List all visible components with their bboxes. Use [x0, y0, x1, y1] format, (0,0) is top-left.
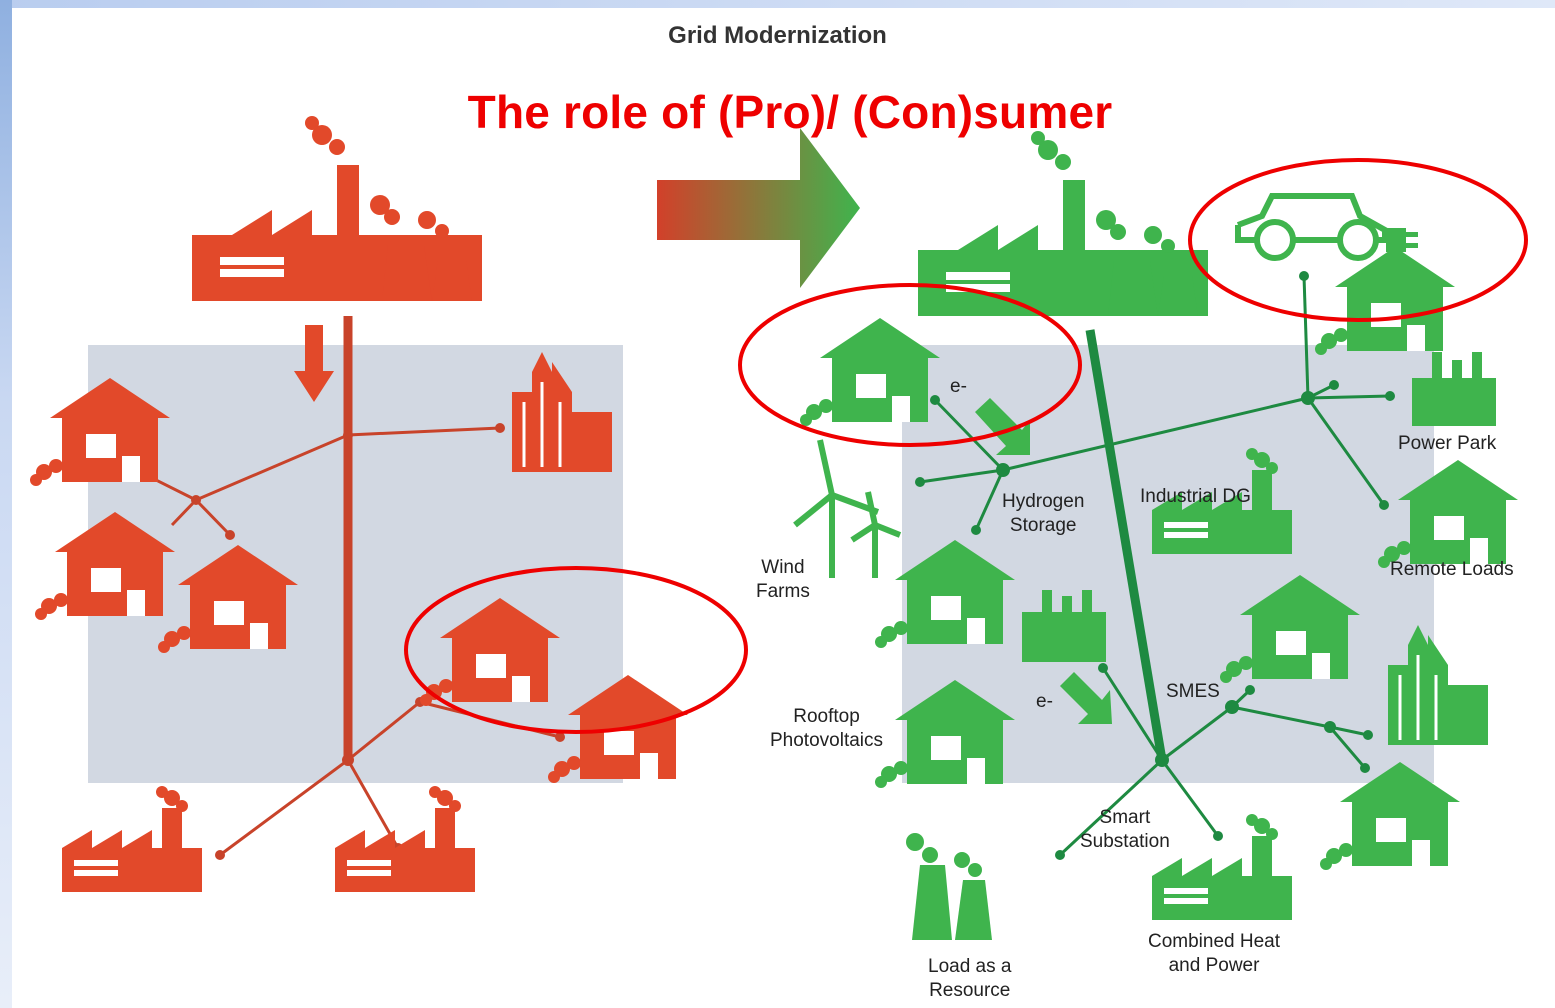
ev-plug-icon: [1386, 228, 1418, 252]
left-gradient-bar: [0, 0, 12, 1008]
e-minus-label-top: e-: [950, 376, 967, 397]
smart-substation-label: Smart Substation: [1080, 807, 1170, 852]
power-park-building: [1412, 352, 1496, 426]
legacy-house-highlight: [404, 566, 748, 734]
electric-car-icon: [1235, 193, 1388, 261]
smes-label: SMES: [1166, 681, 1220, 702]
diagram-header: Grid Modernization: [668, 22, 887, 49]
transition-arrow: [657, 128, 860, 288]
remote-loads-label: Remote Loads: [1390, 559, 1514, 580]
legacy-factories: [62, 786, 475, 892]
e-flow-arrow-top: [975, 398, 1030, 455]
rooftop-photovoltaics-label: Rooftop Photovoltaics: [770, 706, 884, 751]
wind-turbines: [793, 439, 902, 578]
legacy-down-arrow: [294, 325, 334, 402]
e-flow-arrow-bottom: [1060, 672, 1112, 724]
e-minus-label-bottom: e-: [1036, 691, 1053, 712]
modern-grid-lines: [919, 275, 1391, 857]
combined-heat-power-label: Combined Heat and Power: [1148, 931, 1281, 976]
hydrogen-storage-label: Hydrogen Storage: [1002, 491, 1085, 536]
modern-grid-nodes: [915, 271, 1395, 860]
power-park-label: Power Park: [1398, 433, 1497, 454]
top-gradient-bar: [0, 0, 1555, 8]
wind-farms-label: Wind Farms: [756, 557, 810, 602]
electric-vehicle-highlight: [1188, 158, 1528, 322]
legacy-power-plant: [192, 116, 482, 301]
prosumer-house-highlight: [738, 283, 1082, 447]
load-as-resource-label: Load as a Resource: [928, 956, 1012, 1001]
industrial-dg-label: Industrial DG: [1140, 486, 1251, 507]
load-as-resource-plant: [906, 833, 992, 940]
slide-subtitle: The role of (Pro)/ (Con)sumer: [467, 86, 1113, 138]
small-factory-building: [1022, 590, 1106, 662]
